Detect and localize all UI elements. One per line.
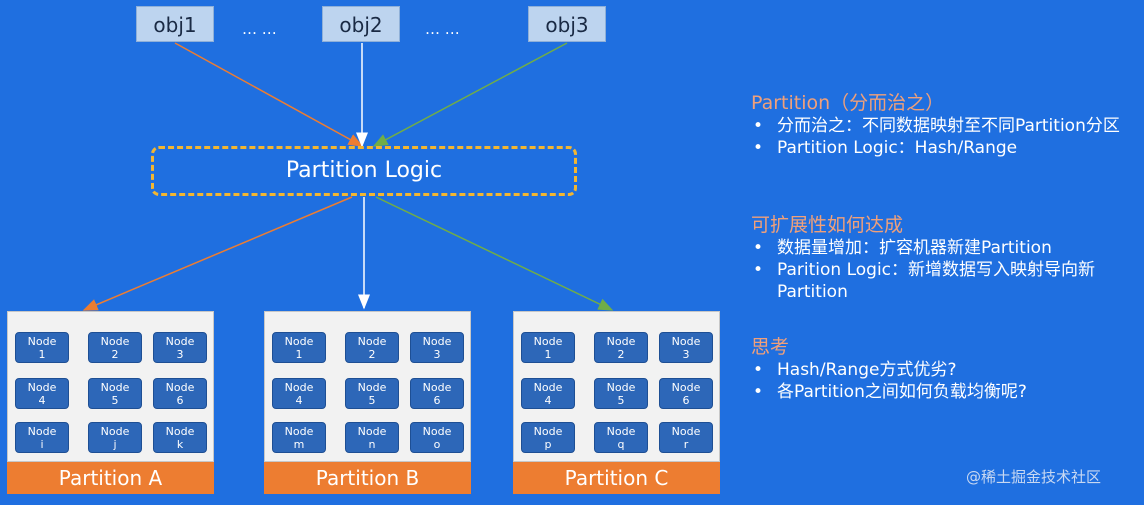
partition-logic-box: Partition Logic	[151, 146, 577, 196]
bullet-partition-1: 分而治之：不同数据映射至不同Partition分区	[751, 115, 1141, 137]
ellipsis-2: … …	[425, 20, 460, 38]
section-partition: Partition（分而治之） 分而治之：不同数据映射至不同Partition分…	[751, 88, 1141, 159]
section-scalability: 可扩展性如何达成 数据量增加：扩容机器新建Partition Parition …	[751, 210, 1141, 303]
bullet-thinking-1: Hash/Range方式优劣?	[751, 359, 1141, 381]
bullet-scalability-1: 数据量增加：扩容机器新建Partition	[751, 237, 1141, 259]
bullet-thinking-2: 各Partition之间如何负载均衡呢?	[751, 381, 1141, 403]
obj2-box: obj2	[322, 6, 400, 42]
obj3-box: obj3	[528, 6, 606, 42]
bullet-partition-2: Partition Logic：Hash/Range	[751, 137, 1141, 159]
arrow-logic-to-partition-a	[82, 196, 353, 311]
section-title-scalability: 可扩展性如何达成	[751, 214, 904, 236]
partition-a-label: Partition A	[7, 462, 214, 494]
partition-c-label: Partition C	[513, 462, 720, 494]
arrow-obj3-to-logic	[372, 42, 568, 147]
section-title-thinking: 思考	[751, 336, 790, 358]
partition-b-label: Partition B	[264, 462, 471, 494]
section-thinking: 思考 Hash/Range方式优劣? 各Partition之间如何负载均衡呢?	[751, 332, 1141, 403]
section-title-partition: Partition（分而治之）	[751, 92, 945, 114]
arrow-obj1-to-logic	[174, 42, 364, 147]
bullet-scalability-2: Parition Logic：新增数据写入映射导向新Partition	[751, 259, 1141, 303]
ellipsis-1: … …	[242, 20, 277, 38]
obj1-box: obj1	[136, 6, 214, 42]
watermark-text: @稀土掘金技术社区	[966, 468, 1102, 486]
arrow-logic-to-partition-c	[375, 196, 614, 311]
